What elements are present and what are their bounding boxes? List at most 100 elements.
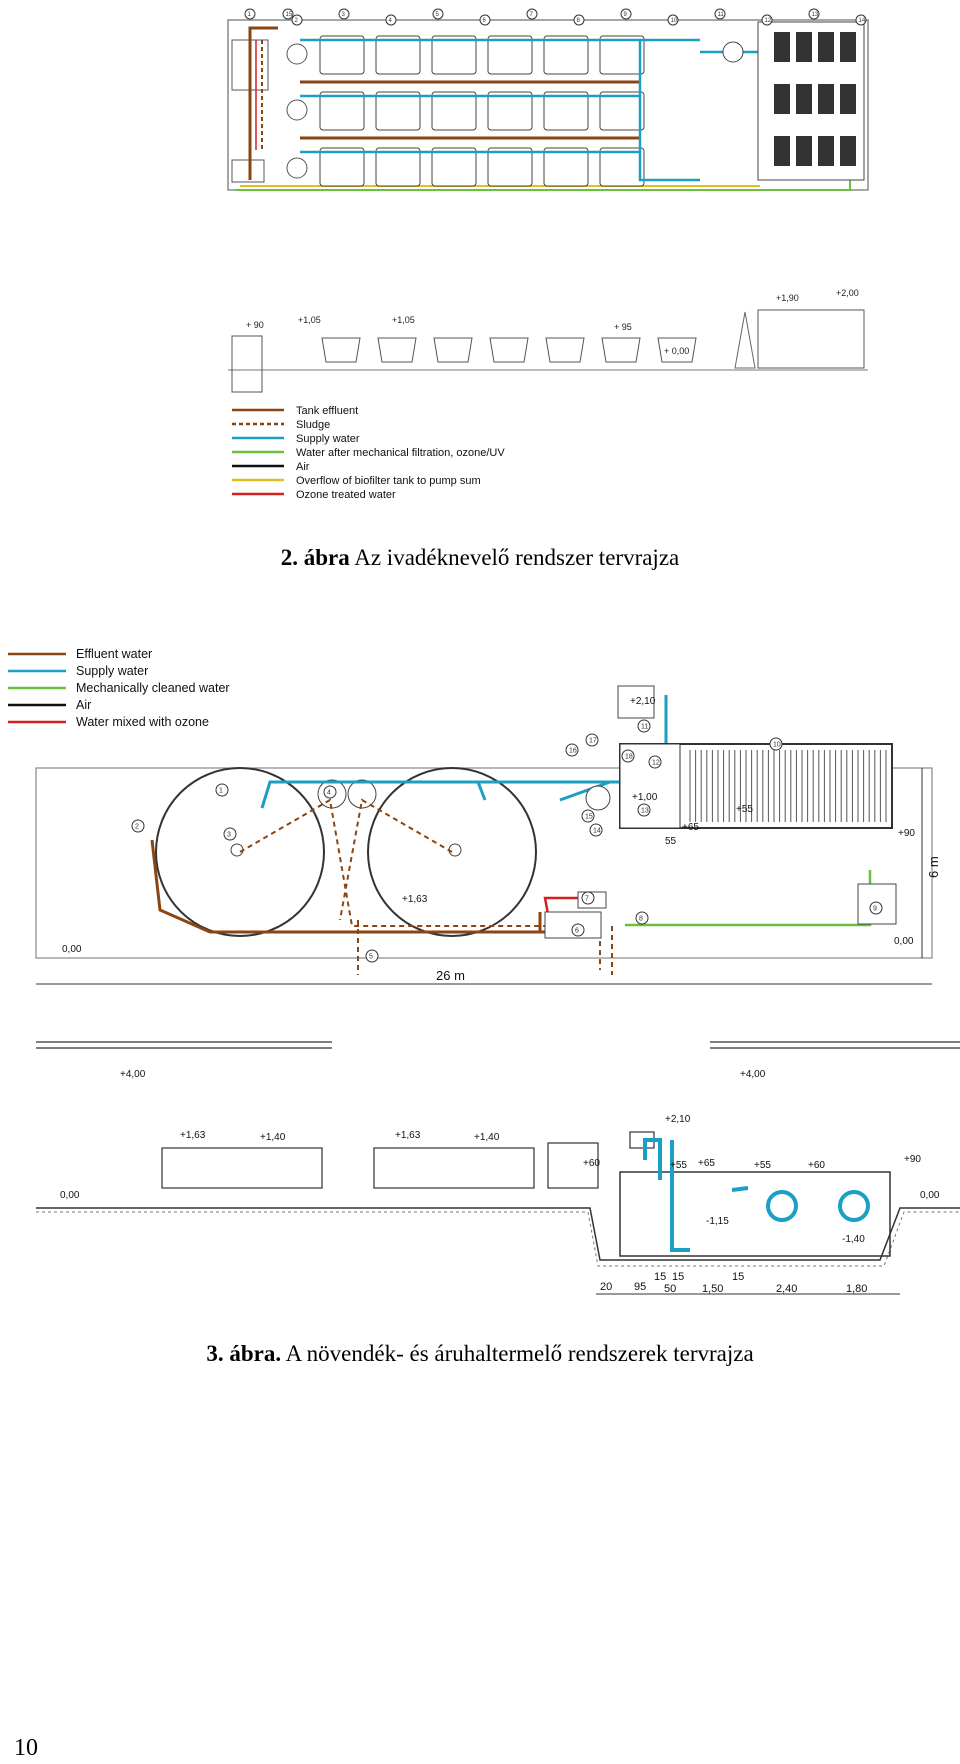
callout-number: 15: [585, 814, 593, 821]
section-level: +4,00: [120, 1069, 146, 1080]
callout-number: 9: [624, 12, 628, 18]
callout-circle: [635, 911, 649, 925]
section-tank: [321, 337, 361, 363]
callout-circle: [215, 783, 229, 797]
callout-circle: [869, 901, 883, 915]
biofilter-module: [796, 32, 812, 62]
section-tank: [433, 337, 473, 363]
section-level: -1,15: [706, 1216, 729, 1227]
fish-tank: [487, 91, 533, 131]
fish-tank: [599, 147, 645, 187]
section-dimension: 15: [732, 1271, 744, 1283]
f3-plan-level-4: +55: [736, 804, 753, 815]
section-level: +1,40: [474, 1132, 500, 1143]
callout-circle: [761, 14, 773, 26]
biofilter-module: [818, 136, 834, 166]
fish-tank: [375, 147, 421, 187]
callout-circle: [432, 8, 444, 20]
section-tank: [377, 337, 417, 363]
section-level: +1,63: [180, 1130, 206, 1141]
f2-level-7: +2,00: [836, 288, 859, 298]
callout-number: 4: [327, 790, 331, 797]
callout-number: 14: [593, 828, 601, 835]
section-level: 0,00: [920, 1190, 940, 1201]
callout-circle: [282, 8, 294, 20]
callout-circle: [589, 823, 603, 837]
f3-dim-length: 26 m: [436, 968, 465, 983]
f3-plan-level-1: +2,10: [630, 696, 656, 707]
fish-tank: [375, 91, 421, 131]
figure2-caption: 2. ábra Az ivadéknevelő rendszer tervraj…: [0, 545, 960, 571]
legend-label: Water mixed with ozone: [76, 715, 209, 729]
callout-number: 17: [589, 738, 597, 745]
callout-circle: [244, 8, 256, 20]
legend-label: Air: [76, 698, 91, 712]
section-level: +60: [583, 1158, 600, 1169]
fish-tank: [543, 91, 589, 131]
legend-label: Water after mechanical filtration, ozone…: [296, 447, 505, 459]
section-dimension: 20: [600, 1281, 612, 1293]
biofilter-module: [796, 136, 812, 166]
section-tank: [601, 337, 641, 363]
callout-number: 14: [859, 18, 866, 24]
callout-circle: [323, 785, 337, 799]
section-level: +55: [754, 1160, 771, 1171]
legend-label: Overflow of biofilter tank to pump sum: [296, 475, 481, 487]
biofilter-module: [818, 84, 834, 114]
callout-number: 8: [639, 916, 643, 923]
f2-level-4: + 95: [614, 322, 632, 332]
fish-tank: [431, 35, 477, 75]
section-level: +2,10: [665, 1114, 691, 1125]
biofilter-module: [796, 84, 812, 114]
legend-label: Air: [296, 461, 310, 473]
callout-circle: [581, 809, 595, 823]
callout-number: 4: [389, 18, 393, 24]
figure2-caption-text: Az ivadéknevelő rendszer tervrajza: [349, 545, 680, 570]
callout-circle: [855, 14, 867, 26]
callout-number: 15: [286, 12, 293, 18]
f3-plan-level-3: +65: [682, 822, 699, 833]
callout-circle: [808, 8, 820, 20]
section-level: -1,40: [842, 1234, 865, 1245]
figure3-caption-label: 3. ábra.: [206, 1341, 282, 1366]
section-level: +90: [904, 1154, 921, 1165]
legend-label: Supply water: [76, 664, 148, 678]
section-dimension: 1,80: [846, 1283, 867, 1295]
fish-tank: [599, 91, 645, 131]
callout-number: 2: [135, 824, 139, 831]
f3-plan-level-9: 0,00: [894, 936, 914, 947]
fish-tank: [431, 91, 477, 131]
section-level: +1,63: [395, 1130, 421, 1141]
section-dimension: 15: [672, 1271, 684, 1283]
section-tank: [489, 337, 529, 363]
fish-tank: [599, 35, 645, 75]
legend-label: Ozone treated water: [296, 489, 396, 501]
legend-label: Supply water: [296, 433, 360, 445]
callout-circle: [621, 749, 635, 763]
section-dimension: 95: [634, 1281, 646, 1293]
callout-circle: [667, 14, 679, 26]
section-dimension: 1,50: [702, 1283, 723, 1295]
section-dimension: 50: [664, 1283, 676, 1295]
f2-level-2: +1,05: [298, 315, 321, 325]
section-level: +1,40: [260, 1132, 286, 1143]
callout-number: 8: [577, 18, 581, 24]
f3-plan-level-7: +1,63: [402, 894, 428, 905]
fish-tank: [487, 35, 533, 75]
callout-circle: [385, 14, 397, 26]
callout-circle: [714, 8, 726, 20]
section-dimension: 15: [654, 1271, 666, 1283]
section-tank: [545, 337, 585, 363]
legend-label: Sludge: [296, 419, 330, 431]
fish-tank: [487, 147, 533, 187]
fish-tank: [543, 147, 589, 187]
legend-label: Effluent water: [76, 647, 152, 661]
f2-level-3: +1,05: [392, 315, 415, 325]
callout-number: 11: [641, 724, 648, 731]
biofilter-module: [840, 136, 856, 166]
biofilter-module: [774, 32, 790, 62]
callout-number: 12: [652, 760, 660, 767]
